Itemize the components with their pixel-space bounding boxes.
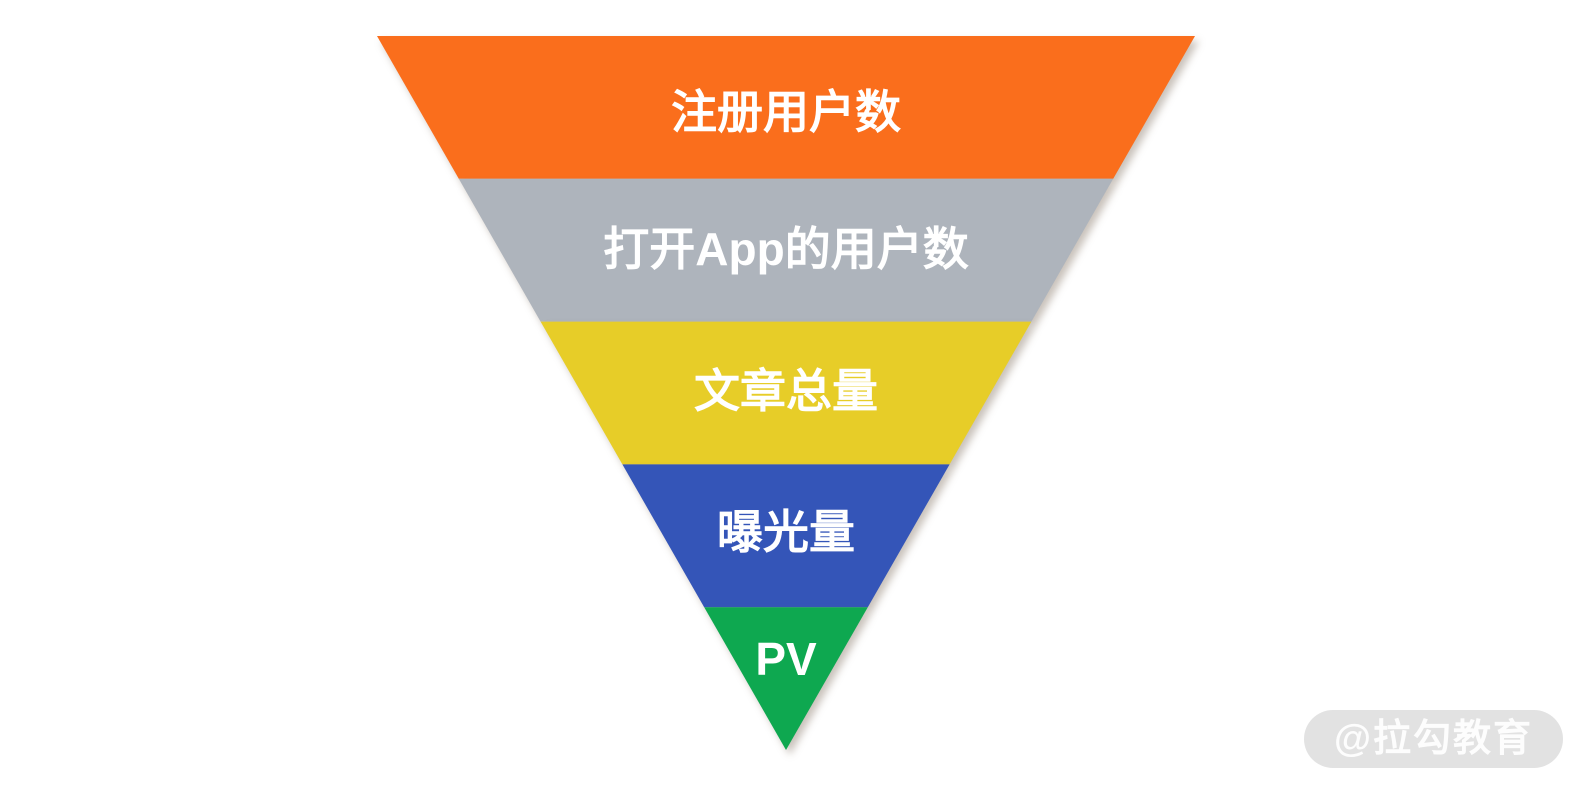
funnel-label-exposure: 曝光量	[717, 506, 855, 558]
funnel-layer-total-articles	[540, 321, 1032, 465]
funnel-layers	[377, 36, 1195, 750]
funnel-layer-registered-users	[377, 36, 1195, 179]
funnel-layer-app-open-users	[458, 178, 1114, 322]
funnel-label-pv: PV	[755, 633, 817, 685]
funnel-label-registered-users: 注册用户数	[671, 86, 901, 138]
funnel-layer-pv	[704, 607, 868, 750]
watermark-text: @拉勾教育	[1333, 718, 1533, 760]
funnel-labels: 注册用户数 打开App的用户数 文章总量 曝光量 PV	[603, 86, 968, 685]
funnel-label-total-articles: 文章总量	[694, 365, 878, 417]
watermark-badge: @拉勾教育	[1303, 710, 1563, 768]
funnel-label-app-open-users: 打开App的用户数	[603, 223, 968, 275]
funnel-layer-exposure	[622, 464, 950, 608]
